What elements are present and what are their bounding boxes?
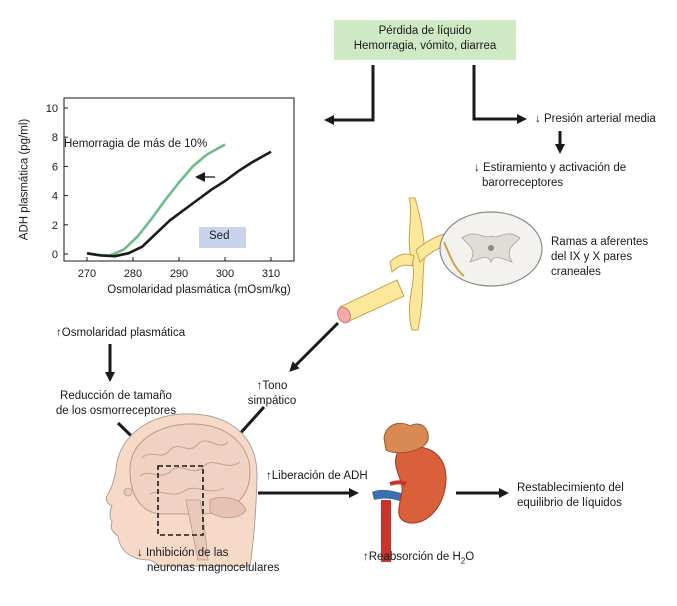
arrow-to-chart xyxy=(324,65,375,125)
vena-cava xyxy=(372,489,404,502)
label-tono: ↑Tono simpático xyxy=(247,380,297,407)
y-tick-label: 0 xyxy=(52,249,58,261)
label-estiramiento: ↓ Estiramiento y activación de barorrece… xyxy=(474,162,627,189)
up-arrow-icon: ↑ xyxy=(363,551,369,563)
label-restablecimiento: Restablecimiento del equilibrio de líqui… xyxy=(517,482,624,509)
x-tick-label: 300 xyxy=(216,268,234,280)
fluid-loss-title: Pérdida de líquido xyxy=(378,25,472,37)
hypothalamus-box xyxy=(157,465,204,536)
nerve-trunk xyxy=(408,197,425,331)
label-inhibicion: ↓ Inhibición de las neuronas magnocelula… xyxy=(137,547,280,574)
kidney xyxy=(395,446,447,524)
eye xyxy=(123,487,133,497)
sed-band xyxy=(199,227,246,248)
label-reabsorcion: ↑Reabsorción de H2O xyxy=(363,551,475,566)
chart-y-axis-label: ADH plasmática (pg/ml) xyxy=(18,118,31,241)
x-tick-label: 270 xyxy=(78,268,96,280)
arrow-to-presion xyxy=(472,65,527,124)
chart-annotation-sed: Sed xyxy=(209,230,230,242)
artery-end xyxy=(337,306,351,324)
y-tick-label: 6 xyxy=(52,161,58,173)
up-arrow-icon: ↑ xyxy=(256,380,263,392)
cord-root xyxy=(443,241,465,277)
nerve-branch-2 xyxy=(389,253,415,274)
label-liberacion: ↑Liberación de ADH xyxy=(266,470,368,482)
x-tick-label: 290 xyxy=(170,268,188,280)
down-arrow-icon: ↓ xyxy=(535,113,541,125)
chart-ticks: 270 280 290 300 310 0 2 4 6 8 10 xyxy=(46,103,280,280)
y-tick-label: 8 xyxy=(52,132,58,144)
renal-artery xyxy=(389,480,407,486)
up-arrow-icon: ↑ xyxy=(56,327,62,339)
spinal-cord-illustration xyxy=(337,197,543,331)
adrenal-gland xyxy=(383,422,429,454)
chart-x-axis-label: Osmolaridad plasmática (mOsm/kg) xyxy=(107,284,291,296)
chart-frame xyxy=(63,97,295,262)
x-tick-label: 310 xyxy=(262,268,280,280)
brain-folds xyxy=(139,440,241,495)
aorta xyxy=(381,500,391,562)
up-arrow-icon: ↑ xyxy=(266,470,272,482)
chart-annotation-hemorragia: Hemorragia de más de 10% xyxy=(64,138,208,150)
series-normal-line xyxy=(86,150,272,258)
label-ramas: Ramas a aferentes del IX y X pares crane… xyxy=(551,236,649,278)
adh-chart: 270 280 290 300 310 0 2 4 6 8 10 xyxy=(46,97,295,280)
chart-series xyxy=(86,143,272,258)
arrow-nerve-tono xyxy=(289,321,340,372)
label-presion: ↓ Presión arterial media xyxy=(535,113,656,125)
cord-center xyxy=(488,245,494,251)
y-tick-label: 2 xyxy=(52,220,58,232)
y-tick-label: 10 xyxy=(46,103,58,115)
label-reduccion: Reducción de tamaño de los osmorreceptor… xyxy=(55,390,177,417)
down-arrow-icon: ↓ xyxy=(474,162,480,174)
kidney-illustration xyxy=(372,422,447,562)
fluid-loss-causes: Hemorragia, vómito, diarrea xyxy=(353,40,497,52)
x-tick-label: 280 xyxy=(124,268,142,280)
cerebellum xyxy=(209,496,247,519)
down-arrow-icon: ↓ xyxy=(137,547,143,559)
y-tick-label: 4 xyxy=(52,191,58,203)
head-illustration xyxy=(105,413,258,567)
fluid-loss-box: Pérdida de líquido Hemorragia, vómito, d… xyxy=(334,20,516,60)
brain xyxy=(129,423,251,515)
label-osmolaridad: ↑Osmolaridad plasmática xyxy=(56,327,186,339)
